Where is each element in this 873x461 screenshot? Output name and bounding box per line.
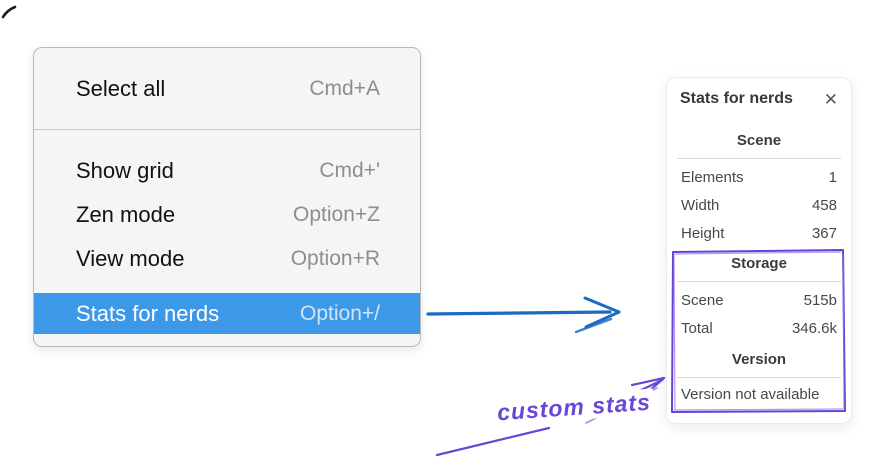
stats-panel-header: Stats for nerds ✕ (667, 78, 851, 109)
menu-item-shortcut: Option+Z (293, 203, 380, 226)
close-icon[interactable]: ✕ (823, 89, 838, 109)
context-menu: Select all Cmd+A Show grid Cmd+' Zen mod… (33, 47, 421, 347)
stray-pen-mark (1, 5, 17, 19)
menu-divider (34, 129, 420, 130)
section-divider (677, 377, 841, 378)
stat-value: 346.6k (791, 319, 837, 337)
scene-heading: Scene (736, 132, 782, 149)
menu-item-label: Stats for nerds (76, 300, 220, 326)
version-heading: Version (731, 351, 787, 368)
menu-spacer (34, 130, 420, 149)
stat-row-height: Height 367 (681, 219, 837, 247)
stat-row-total-storage: Total 346.6k (681, 314, 837, 342)
stat-row-elements: Elements 1 (681, 163, 837, 191)
menu-item-label: View mode (76, 246, 185, 271)
stat-row-width: Width 458 (681, 191, 837, 219)
custom-stats-label: custom stats (493, 388, 655, 426)
menu-item-view-mode[interactable]: View mode Option+R (34, 237, 420, 281)
storage-section: Storage Scene 515b Total 346.6k (667, 254, 851, 342)
stat-label: Elements (681, 168, 744, 186)
scene-section: Scene Elements 1 Width 458 Height 367 (667, 131, 851, 247)
stats-panel-title: Stats for nerds (680, 90, 793, 107)
stat-label: Height (681, 224, 725, 242)
version-section: Version Version not available (667, 350, 851, 405)
stat-value: 458 (811, 196, 837, 214)
menu-item-shortcut: Cmd+' (319, 159, 380, 182)
stats-panel: Stats for nerds ✕ Scene Elements 1 Width… (666, 77, 852, 424)
menu-item-show-grid[interactable]: Show grid Cmd+' (34, 149, 420, 193)
menu-item-zen-mode[interactable]: Zen mode Option+Z (34, 193, 420, 237)
stat-value: 367 (811, 224, 837, 242)
menu-item-label: Zen mode (76, 202, 176, 227)
arrow-menu-to-panel (426, 296, 621, 334)
menu-item-shortcut: Option+/ (300, 301, 380, 325)
stat-label: Width (681, 196, 720, 214)
menu-item-stats-for-nerds[interactable]: Stats for nerds Option+/ (34, 293, 420, 334)
stat-label: Scene (681, 291, 724, 309)
menu-item-shortcut: Cmd+A (309, 76, 380, 100)
stat-value: 1 (828, 168, 837, 186)
menu-item-shortcut: Option+R (290, 247, 380, 270)
menu-item-label: Show grid (76, 158, 174, 183)
stat-row-scene-storage: Scene 515b (681, 286, 837, 314)
stat-label: Total (681, 319, 713, 337)
storage-heading: Storage (731, 255, 787, 272)
stat-value: 515b (803, 291, 837, 309)
section-divider (677, 158, 841, 159)
menu-item-label: Select all (76, 75, 166, 101)
menu-item-select-all[interactable]: Select all Cmd+A (34, 48, 420, 129)
version-note: Version not available (681, 386, 820, 403)
section-divider (677, 281, 841, 282)
